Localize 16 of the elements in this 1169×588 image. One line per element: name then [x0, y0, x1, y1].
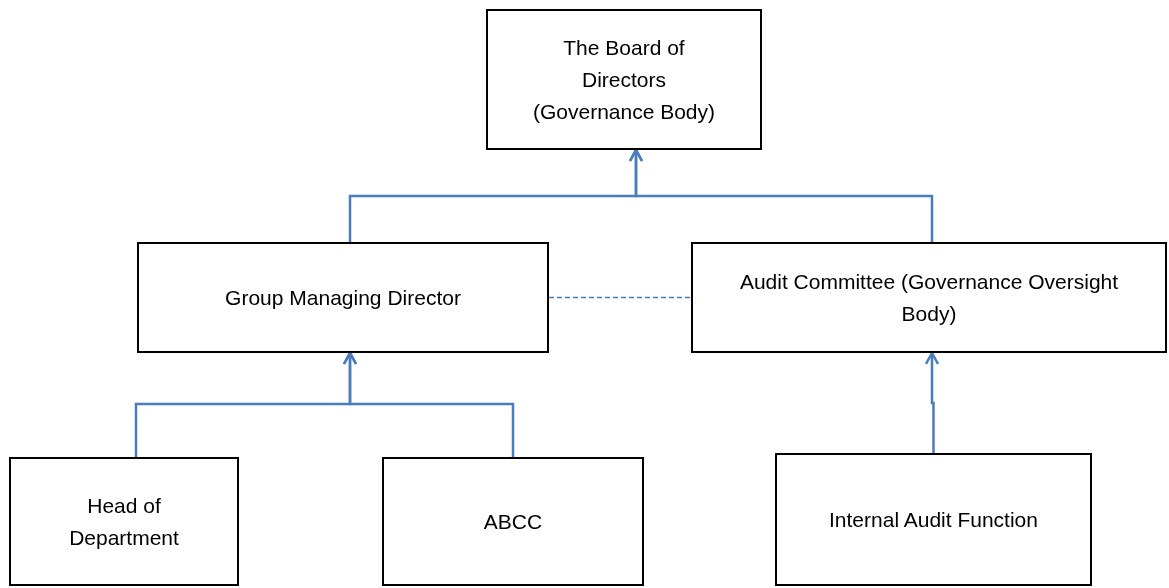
box-label: Group Managing Director	[225, 284, 461, 311]
box-label: Internal Audit Function	[829, 506, 1038, 533]
dashed-connector	[548, 296, 692, 299]
org-box	[9, 457, 239, 586]
arrow	[924, 351, 940, 453]
org-box	[137, 242, 549, 353]
box-label: Audit Committee (Governance Oversight Body)	[738, 268, 1120, 327]
org-box	[486, 9, 762, 150]
box-label: The Board of Directors (Governance Body)	[531, 34, 717, 125]
box-label: Head of Department	[68, 492, 180, 551]
org-box	[775, 453, 1092, 586]
arrow	[628, 148, 934, 242]
org-box	[691, 242, 1167, 353]
box-label: ABCC	[483, 508, 543, 535]
arrow	[342, 351, 515, 457]
org-box	[382, 457, 644, 586]
